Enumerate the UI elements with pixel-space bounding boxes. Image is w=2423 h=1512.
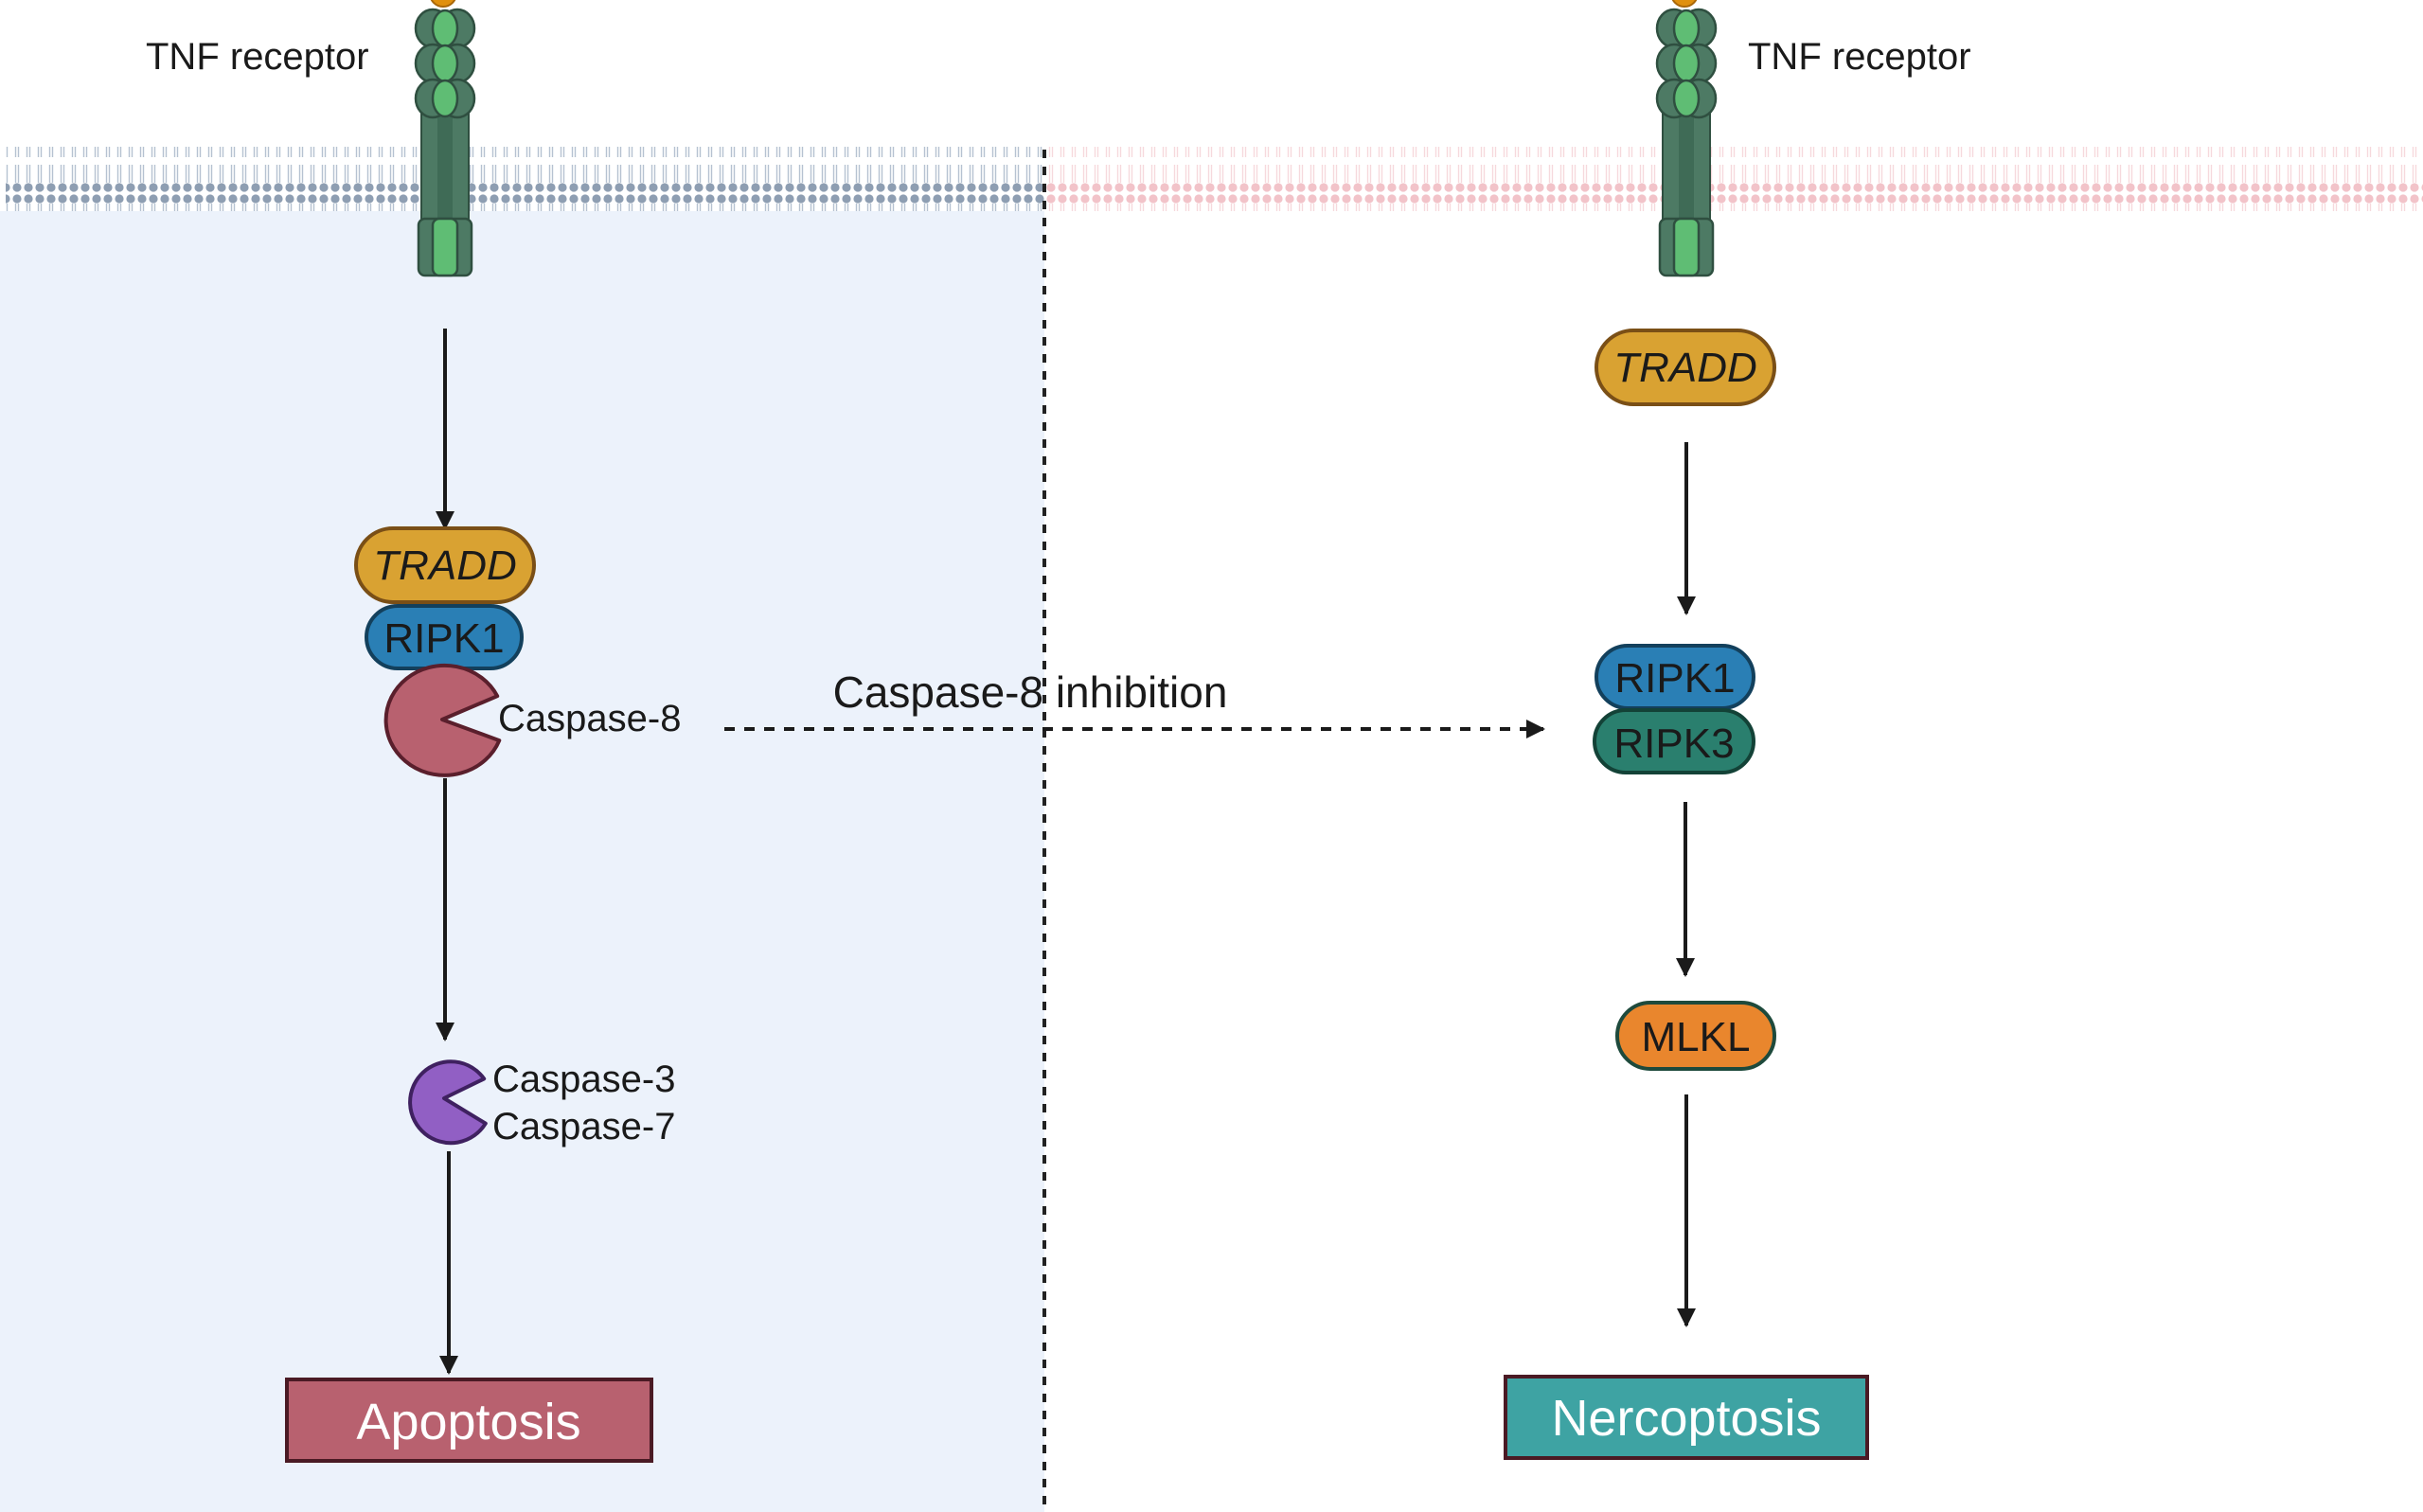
apoptosis-label: Apoptosis [356, 1394, 580, 1450]
tnf-receptor-label-left: TNF receptor [146, 36, 369, 78]
ripk1-label-right: RIPK1 [1614, 655, 1735, 702]
caspase-7-label: Caspase-7 [492, 1106, 675, 1147]
mlkl-node [1615, 1001, 1776, 1071]
ripk3-node [1593, 708, 1755, 774]
ripk1-label-left: RIPK1 [383, 615, 504, 662]
apoptosis-box [285, 1378, 653, 1463]
tradd-label-left: TRADD [373, 543, 517, 589]
mlkl-label: MLKL [1642, 1014, 1751, 1060]
tnf-receptor-label-right: TNF receptor [1748, 36, 1971, 78]
tnf-receptor-icon-right [1655, 0, 1718, 277]
tradd-node-right [1595, 329, 1776, 406]
cell-membrane-right [1044, 147, 2423, 211]
ripk3-label: RIPK3 [1613, 720, 1734, 767]
apoptosis-panel-background [0, 211, 1044, 1512]
caspase-8-label: Caspase-8 [498, 698, 681, 739]
cell-membrane-left [6, 147, 1044, 211]
necroptosis-box [1504, 1375, 1869, 1460]
caspase-3-7-icon [408, 1059, 488, 1146]
necroptosis-label: Nercoptosis [1551, 1390, 1821, 1447]
tradd-label-right: TRADD [1613, 345, 1757, 391]
tnf-receptor-icon-left [414, 0, 476, 277]
caspase-3-label: Caspase-3 [492, 1058, 675, 1100]
tradd-node-left [354, 526, 536, 604]
caspase-8-icon [383, 663, 502, 777]
caspase-8-inhibition-label: Caspase-8 inhibition [833, 667, 1228, 717]
